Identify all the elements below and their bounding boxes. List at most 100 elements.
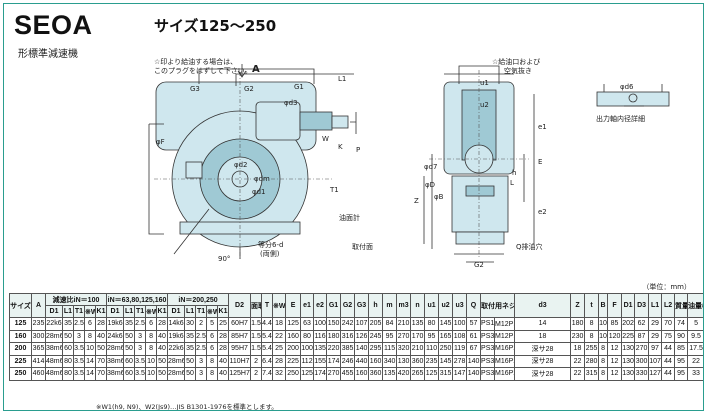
table-cell: 35: [184, 342, 197, 356]
table-cell: 1.5: [250, 329, 263, 343]
col-B: B: [598, 293, 609, 318]
table-cell: 135: [382, 367, 398, 381]
table-cell: 330: [634, 367, 650, 381]
table-cell: 300: [31, 329, 46, 343]
table-cell: 5.4: [261, 329, 274, 343]
table-cell: 85H7: [228, 329, 252, 343]
table-cell: 6: [145, 317, 158, 331]
footnote: ※W1(h9, N9)、W2(Js9)…JIS B1301-1976を標準としま…: [96, 403, 278, 411]
model-subtitle: 形標準減速機: [18, 49, 78, 60]
row-size: 125: [9, 317, 32, 331]
table-cell: 116: [313, 329, 328, 343]
table-cell: 28: [217, 329, 230, 343]
table-cell: 3: [195, 367, 208, 381]
table-cell: 22: [570, 367, 586, 381]
table-cell: 67: [466, 342, 482, 356]
table-cell: 200: [285, 342, 302, 356]
table-cell: 180: [326, 329, 342, 343]
table-cell: 202: [621, 317, 636, 331]
table-cell: 340: [382, 354, 398, 368]
table-cell: 145: [438, 354, 454, 368]
table-cell: 107: [648, 354, 663, 368]
side-view: [423, 65, 535, 263]
sub-L1-b: L1: [123, 305, 136, 318]
table-cell: 14: [84, 354, 96, 368]
table-cell: 135: [410, 317, 426, 331]
table-cell: 3: [134, 342, 147, 356]
table-cell: 8: [206, 354, 219, 368]
table-cell: 85: [607, 317, 623, 331]
dim-G3: G3: [190, 85, 200, 93]
table-cell: 125H7: [228, 367, 252, 381]
table-cell: 414: [31, 354, 46, 368]
size-range: サイズ125～250: [154, 17, 277, 35]
dim-u1: u1: [480, 79, 489, 87]
col-e1: e1: [300, 293, 315, 318]
table-cell: 245: [368, 329, 384, 343]
col-L2: L2: [661, 293, 676, 318]
table-cell: M16P2: [494, 342, 516, 356]
table-cell: 6.4: [261, 354, 274, 368]
dim-e2: e2: [538, 208, 547, 216]
table-cell: 2.5: [134, 317, 147, 331]
table-cell: 63: [300, 317, 315, 331]
table-cell: 80: [300, 329, 315, 343]
dim-T1: T1: [330, 186, 339, 194]
table-cell: 130: [396, 354, 412, 368]
table-cell: 62: [634, 317, 650, 331]
table-cell: 38m6: [106, 367, 125, 381]
table-cell: 22: [272, 329, 287, 343]
dim-B: φB: [434, 193, 444, 201]
table-cell: PS3/4: [480, 329, 496, 343]
table-cell: 315: [438, 367, 454, 381]
table-cell: 84: [382, 317, 398, 331]
table-cell: 170: [410, 329, 426, 343]
sub-K1-b: K1: [156, 305, 169, 318]
table-cell: PS3/4: [480, 367, 496, 381]
col-kg: 質量kg: [674, 293, 689, 318]
table-cell: 125: [424, 367, 440, 381]
table-cell: 14: [514, 317, 572, 331]
table-cell: 深サ28: [514, 367, 572, 381]
drain-label: Q排油穴: [516, 243, 543, 251]
dim-e1: e1: [538, 123, 547, 131]
row-size: 200: [9, 342, 32, 356]
table-cell: 3: [73, 329, 85, 343]
table-cell: 115: [382, 342, 398, 356]
table-cell: 8: [598, 342, 609, 356]
table-cell: 120: [607, 329, 623, 343]
table-cell: 2: [250, 354, 263, 368]
row-size: 160: [9, 329, 32, 343]
shaft-detail-label: 出力軸内径詳細: [596, 115, 645, 123]
table-cell: 160: [354, 367, 370, 381]
unit-label: （単位：mm）: [642, 283, 691, 291]
col-group-63: iN＝63,80,125,160: [106, 293, 169, 306]
table-cell: 5: [206, 317, 219, 331]
table-cell: 130: [621, 354, 636, 368]
table-header-row-2: D1 L1 T1 ※W K1 D1 L1 T1 ※W K1 D1 L1 T1 ※…: [10, 305, 704, 318]
table-cell: 8: [145, 342, 158, 356]
table-cell: 50: [123, 329, 136, 343]
table-cell: 235: [31, 317, 46, 331]
table-cell: 125: [300, 367, 315, 381]
table-cell: 50: [62, 329, 74, 343]
table-cell: 60: [123, 367, 136, 381]
col-A: A: [31, 293, 46, 318]
sub-W-c: ※W: [206, 305, 219, 318]
table-cell: M16P2: [494, 367, 516, 381]
table-cell: 40: [217, 367, 230, 381]
table-cell: 270: [634, 342, 650, 356]
table-cell: 165: [438, 329, 454, 343]
table-cell: 29: [648, 329, 663, 343]
col-D1b: D1: [621, 293, 636, 318]
col-D3: D3: [634, 293, 650, 318]
table-cell: 140: [354, 342, 370, 356]
table-cell: 57: [466, 317, 482, 331]
table-cell: 28: [272, 354, 287, 368]
table-header-row-1: サイズ A 減速比iN＝100 iN＝63,80,125,160 iN＝200,…: [9, 293, 703, 318]
table-cell: 44: [661, 367, 676, 381]
dim-G2: G2: [244, 85, 254, 93]
table-cell: 28m6: [106, 342, 125, 356]
